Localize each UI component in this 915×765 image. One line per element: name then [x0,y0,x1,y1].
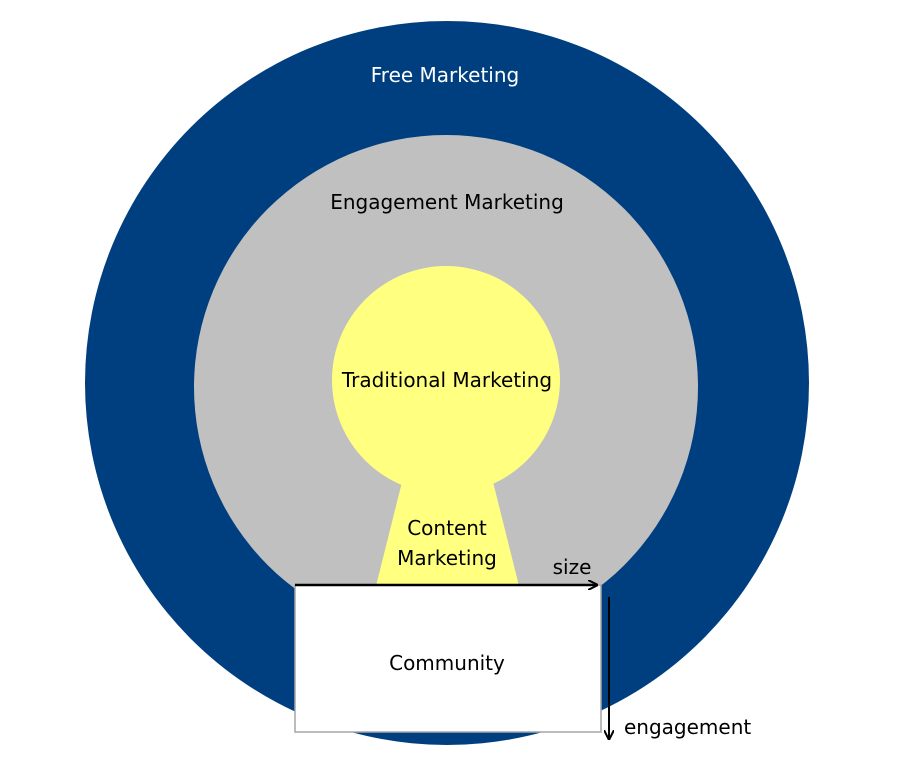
size-axis-label: size [553,555,592,579]
traditional-marketing-label: Traditional Marketing [341,368,552,392]
content-marketing-label-line2: Marketing [397,546,497,570]
community-box [294,584,602,733]
content-marketing-stem [375,470,520,590]
free-marketing-label: Free Marketing [371,63,519,87]
content-marketing-label-line1: Content [407,516,487,540]
engagement-axis-label: engagement [624,715,751,739]
engagement-marketing-label: Engagement Marketing [330,190,564,214]
traditional-marketing-core [332,266,560,494]
community-label: Community [389,651,505,675]
